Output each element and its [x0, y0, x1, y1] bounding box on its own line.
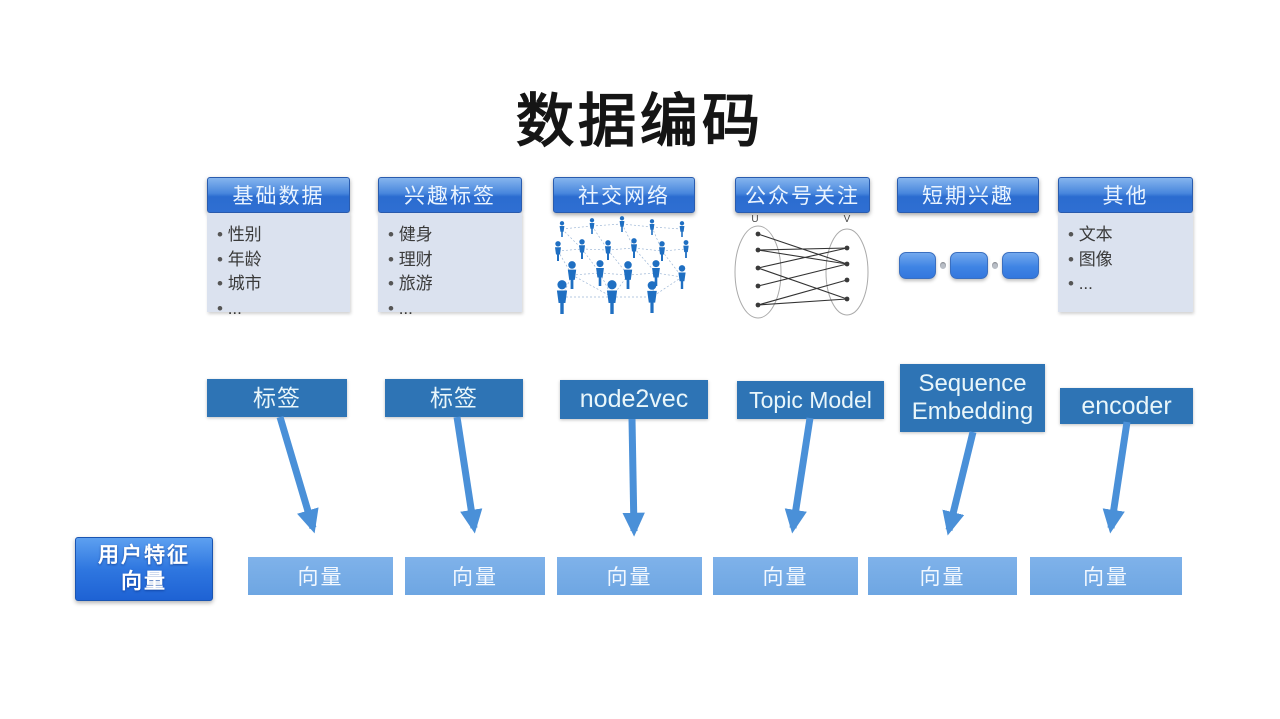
- card-header-basic-data: 基础数据: [207, 177, 350, 213]
- list-item: 旅游: [388, 272, 516, 297]
- card-body-basic-data: 性别 年龄 城市 ...: [207, 213, 350, 318]
- bipartite-nodes: [755, 231, 850, 308]
- list-item: 文本: [1068, 223, 1187, 248]
- sequence-chips: [899, 252, 1039, 279]
- list-item: 健身: [388, 223, 516, 248]
- u-set-ellipse: [734, 225, 782, 319]
- card-header-social-network: 社交网络: [553, 177, 695, 213]
- method-label-sequence-embedding: Sequence Embedding: [900, 364, 1045, 432]
- bipartite-left-label: U: [751, 214, 758, 225]
- list-item: 性别: [217, 223, 344, 248]
- card-header-interest-tags: 兴趣标签: [378, 177, 522, 213]
- arrow-5: [942, 431, 977, 536]
- card-header-other: 其他: [1058, 177, 1193, 213]
- arrow-2: [453, 416, 483, 534]
- list-item: 年龄: [217, 248, 344, 273]
- list-item: 图像: [1068, 248, 1187, 273]
- other-list: 文本 图像 ...: [1068, 223, 1187, 297]
- card-header-short-term-interest: 短期兴趣: [897, 177, 1039, 213]
- list-item: ...: [217, 297, 344, 322]
- slide-title: 数据编码: [515, 89, 764, 154]
- card-body-other: 文本 图像 ...: [1058, 213, 1193, 312]
- vector-box-1: 向量: [248, 557, 393, 595]
- vector-box-3: 向量: [557, 557, 702, 595]
- bipartite-right-label: V: [844, 214, 851, 225]
- method-label-tags-1: 标签: [207, 379, 347, 417]
- bipartite-edges: [757, 233, 848, 306]
- method-label-topic-model: Topic Model: [737, 381, 884, 419]
- vector-box-2: 向量: [405, 557, 545, 595]
- sequence-dot: [940, 262, 947, 269]
- user-feature-vector-box: 用户特征 向量: [75, 537, 213, 601]
- list-item: 理财: [388, 248, 516, 273]
- sequence-chip: [1001, 252, 1039, 279]
- arrow-1: [276, 416, 319, 534]
- sequence-chip: [899, 252, 937, 279]
- user-feature-vector-line2: 向量: [121, 570, 167, 593]
- list-item: ...: [388, 297, 516, 322]
- list-item: ...: [1068, 272, 1187, 297]
- sequence-chip: [950, 252, 988, 279]
- card-body-interest-tags: 健身 理财 旅游 ...: [378, 213, 522, 318]
- person-icons: [555, 216, 689, 314]
- vector-box-4: 向量: [713, 557, 858, 595]
- list-item: 城市: [217, 272, 344, 297]
- basic-data-list: 性别 年龄 城市 ...: [217, 223, 344, 322]
- social-network-image: [555, 216, 689, 314]
- sequence-dot: [991, 262, 998, 269]
- method-label-node2vec: node2vec: [560, 380, 708, 419]
- network-links: [557, 223, 687, 298]
- vector-box-6: 向量: [1030, 557, 1182, 595]
- method-label-encoder: encoder: [1060, 388, 1193, 424]
- user-feature-vector-line1: 用户特征: [98, 543, 190, 567]
- card-header-official-accounts: 公众号关注: [735, 177, 870, 213]
- arrow-layer: [276, 416, 1131, 537]
- method-label-tags-2: 标签: [385, 379, 523, 417]
- arrow-6: [1102, 421, 1131, 534]
- bipartite-graph: U V: [734, 214, 869, 319]
- vector-box-5: 向量: [868, 557, 1017, 595]
- v-set-ellipse: [825, 228, 869, 316]
- arrow-4: [784, 417, 814, 534]
- arrow-3: [622, 418, 645, 537]
- interest-tags-list: 健身 理财 旅游 ...: [388, 223, 516, 322]
